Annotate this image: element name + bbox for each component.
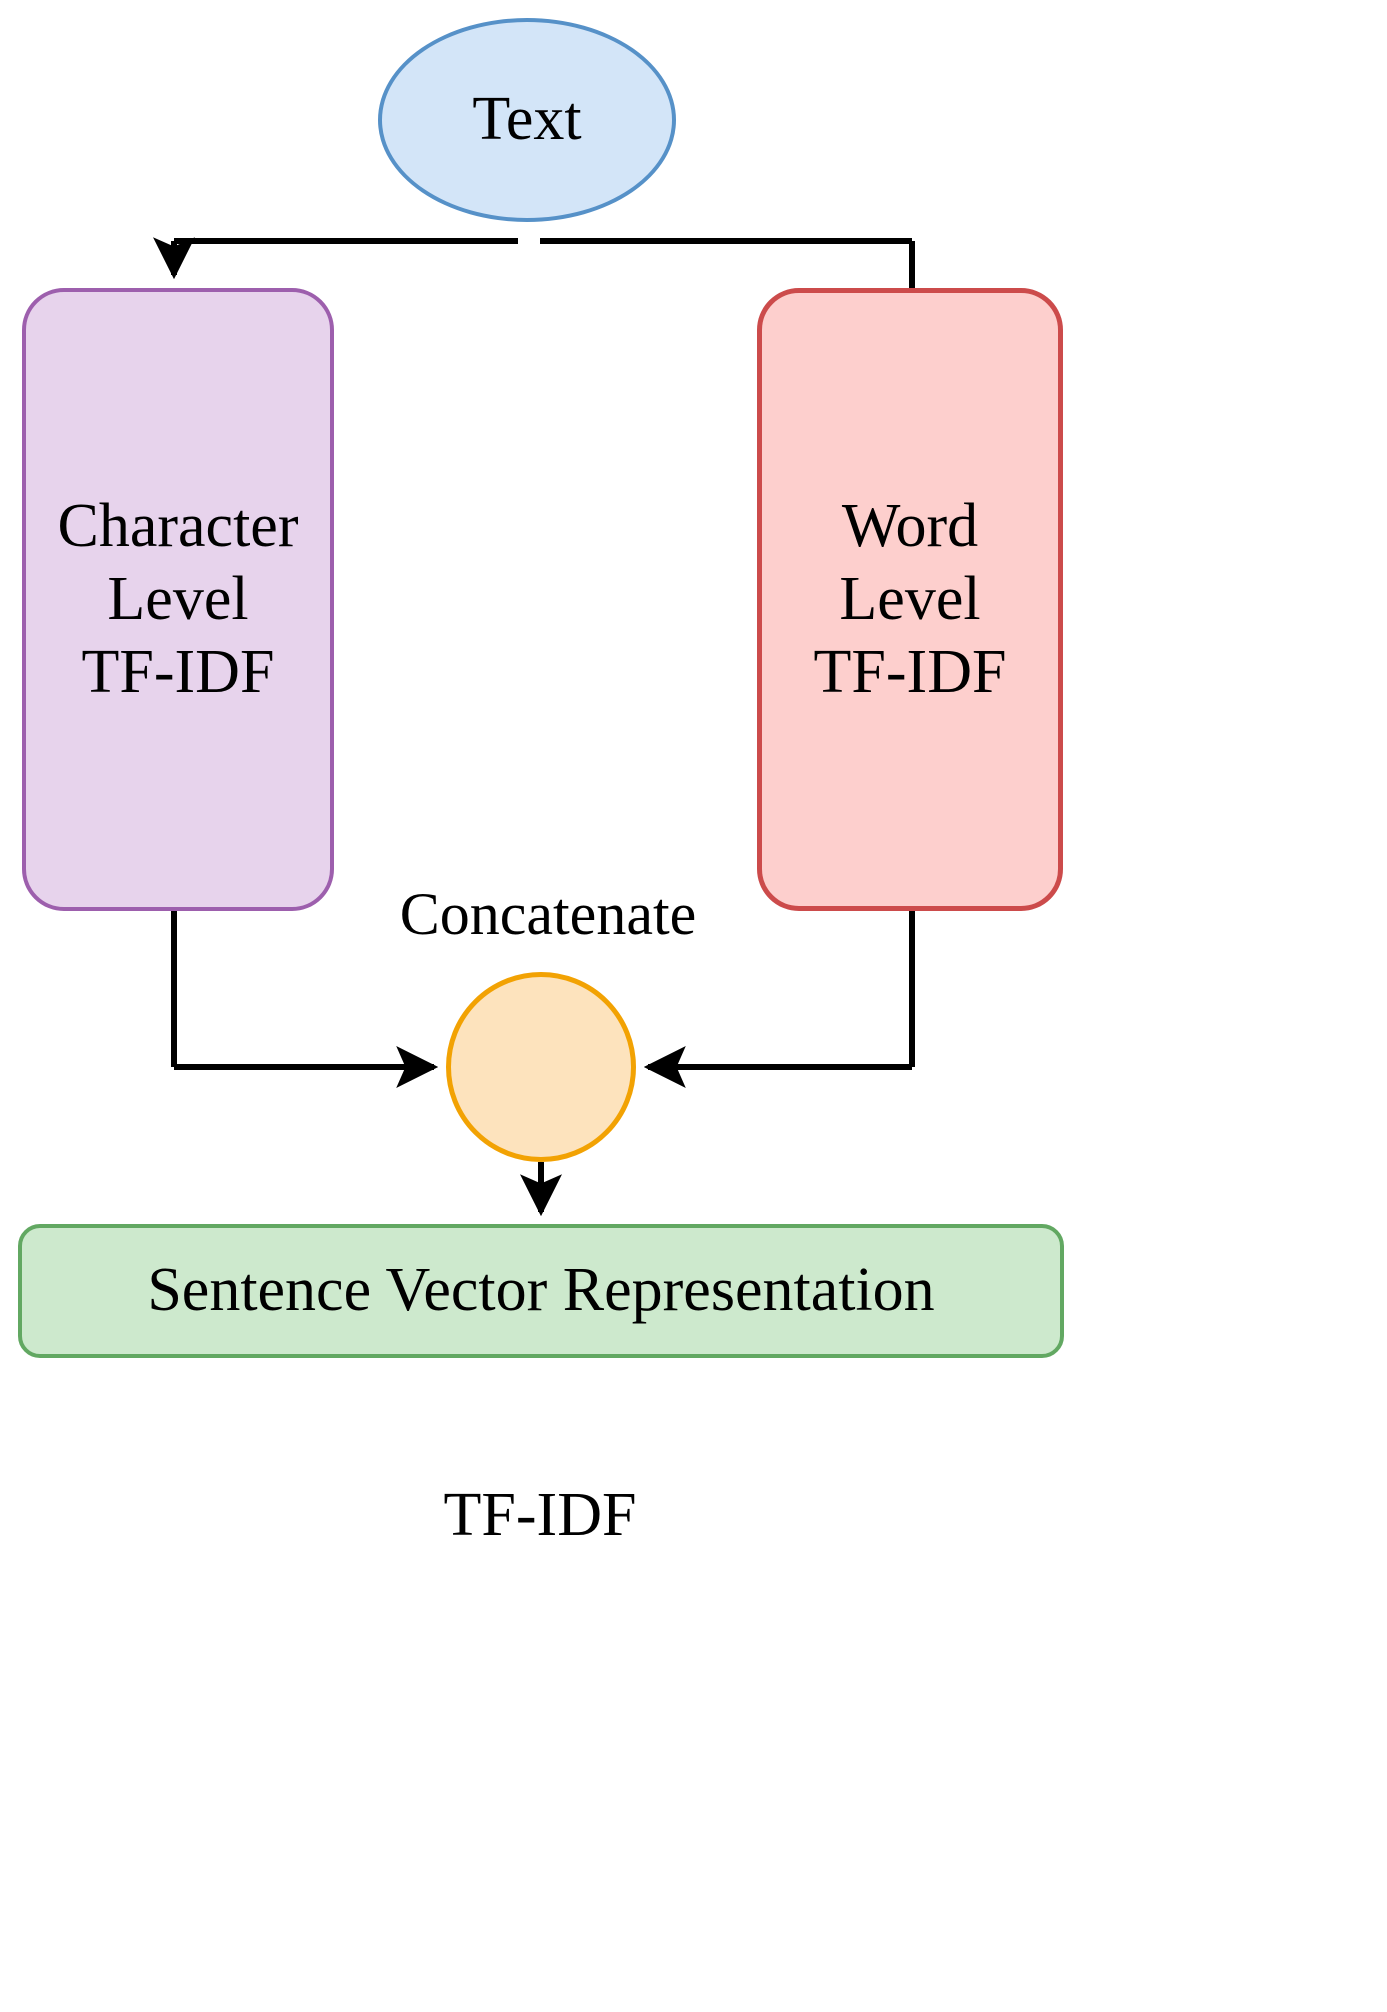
diagram-caption: TF-IDF [443, 1481, 637, 1549]
node-sentence-vector-representation[interactable]: Sentence Vector Representation [18, 1224, 1064, 1358]
node-concatenate-circle[interactable] [446, 972, 636, 1162]
node-text[interactable]: Text [378, 18, 676, 222]
edge-text-to-character-level [153, 237, 518, 280]
node-word-level-tfidf[interactable]: Word Level TF-IDF [757, 288, 1063, 911]
node-character-level-tfidf[interactable]: Character Level TF-IDF [22, 288, 334, 911]
concatenate-label: Concatenate [399, 881, 697, 947]
